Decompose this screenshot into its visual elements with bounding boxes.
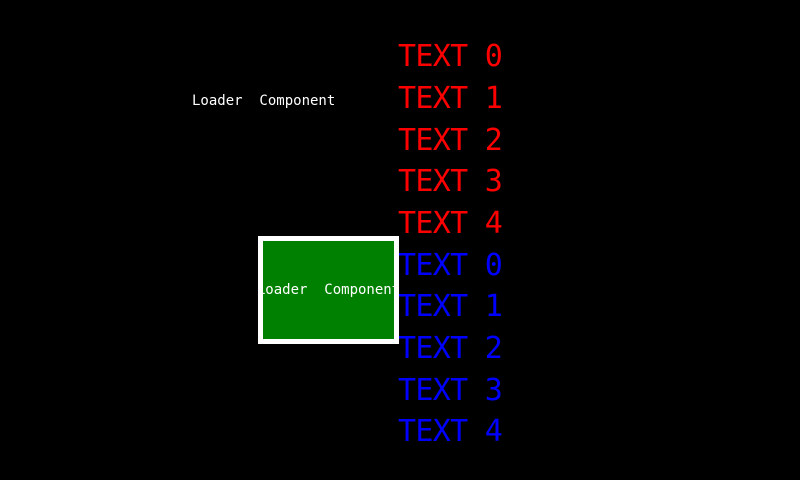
text-row[interactable]: TEXT 4 — [398, 414, 503, 449]
text-row[interactable]: TEXT 2 — [398, 331, 503, 366]
loader-panel-body: Loader Component — [263, 241, 394, 339]
text-row[interactable]: TEXT 0 — [398, 39, 503, 74]
loader-component-panel[interactable]: Loader Component — [258, 236, 399, 344]
text-row[interactable]: TEXT 1 — [398, 81, 503, 116]
text-row[interactable]: TEXT 3 — [398, 373, 503, 408]
text-row-list: TEXT 0 TEXT 1 TEXT 2 TEXT 3 TEXT 4 TEXT … — [398, 0, 658, 480]
loader-panel-label: Loader Component — [263, 282, 394, 298]
loader-component-label: Loader Component — [192, 93, 336, 109]
text-row[interactable]: TEXT 3 — [398, 164, 503, 199]
text-row[interactable]: TEXT 2 — [398, 123, 503, 158]
text-row[interactable]: TEXT 0 — [398, 248, 503, 283]
text-row[interactable]: TEXT 1 — [398, 289, 503, 324]
text-row[interactable]: TEXT 4 — [398, 206, 503, 241]
